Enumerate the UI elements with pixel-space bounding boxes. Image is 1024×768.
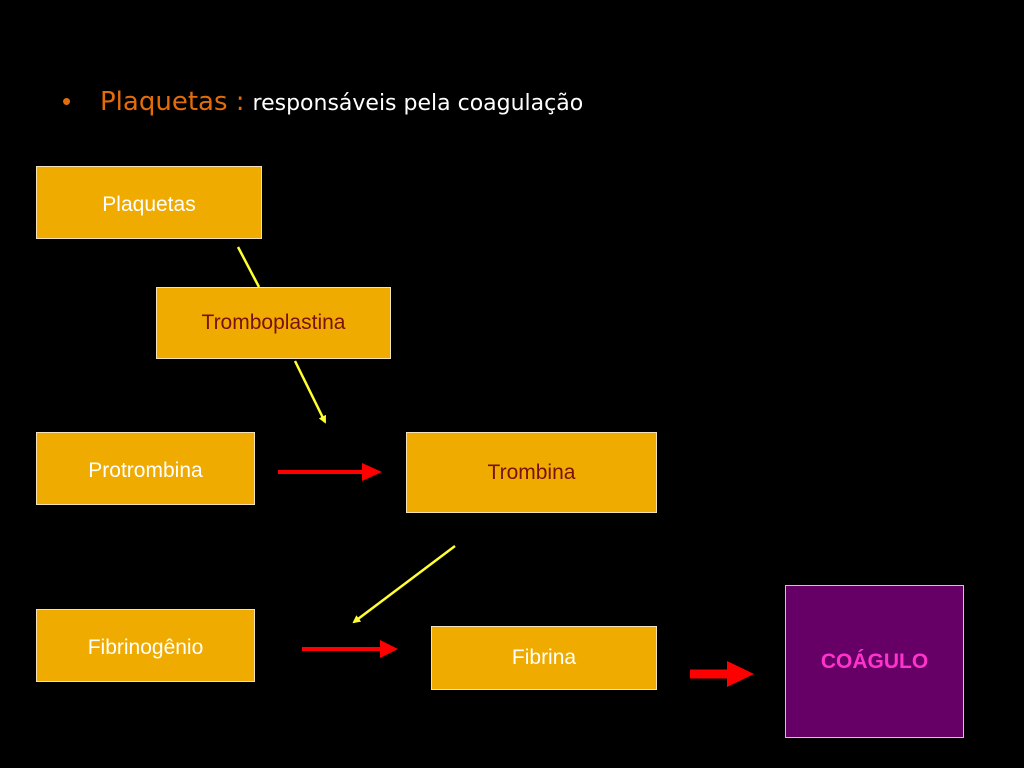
node-fibrinogenio: Fibrinogênio [36, 609, 255, 682]
bullet-dot-icon: • [62, 86, 72, 116]
node-protrombina: Protrombina [36, 432, 255, 505]
connector-plaquetas-tromboplastina [236, 246, 261, 288]
node-trombina: Trombina [406, 432, 657, 513]
node-trombina-label: Trombina [487, 460, 576, 484]
arrow-fibrinogenio-fibrina [302, 640, 398, 658]
node-coagulo-label: COÁGULO [820, 649, 929, 673]
node-tromboplastina-label: Tromboplastina [201, 311, 346, 334]
node-coagulo: COÁGULO [785, 585, 964, 738]
node-protrombina-label: Protrombina [88, 459, 203, 482]
arrow-trombina-reaction [352, 545, 456, 624]
node-plaquetas: Plaquetas [36, 166, 262, 239]
node-plaquetas-label: Plaquetas [102, 193, 196, 216]
arrow-protrombina-trombina [278, 463, 382, 481]
node-fibrina: Fibrina [431, 626, 657, 690]
arrow-fibrina-coagulo [690, 661, 754, 687]
bullet-term: Plaquetas : [100, 87, 245, 117]
node-tromboplastina: Tromboplastina [156, 287, 391, 359]
node-fibrina-label: Fibrina [511, 646, 577, 669]
node-fibrinogenio-label: Fibrinogênio [87, 636, 204, 659]
bullet-line: • Plaquetas : responsáveis pela coagulaç… [62, 86, 583, 117]
bullet-description: responsáveis pela coagulação [252, 91, 584, 116]
arrow-tromboplastina-reaction [293, 360, 327, 424]
